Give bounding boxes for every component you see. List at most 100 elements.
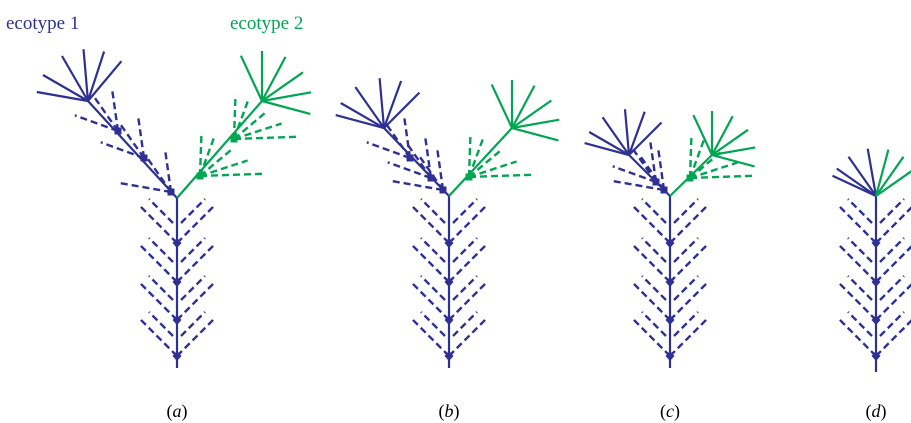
ecotype1-terminal-fan (601, 116, 630, 156)
panel-label-d: (d) (866, 401, 887, 422)
dashed-side-branch (148, 237, 174, 263)
ecotype1-terminal-fan (383, 91, 421, 129)
ecotype1-terminal-fan (335, 114, 385, 130)
tree-panels (36, 49, 911, 372)
ecotype1-dashed-branch (391, 179, 444, 192)
dashed-side-branch (138, 204, 178, 244)
ecotype1-terminal-fan (87, 60, 123, 102)
ecotype1-terminal-fan (584, 142, 630, 157)
dashed-side-branch (420, 237, 446, 263)
ecotype2-dashed-branch (467, 132, 472, 178)
dashed-side-branch (847, 311, 873, 337)
dashed-side-branch (448, 317, 488, 357)
dashed-side-branch (847, 275, 873, 301)
dashed-side-branch (176, 317, 216, 357)
dashed-side-branch (879, 311, 905, 337)
ecotype1-branch (383, 127, 450, 197)
ecotype2-terminal-fan (511, 99, 552, 129)
ecotype1-dashed-branch (387, 161, 432, 180)
dashed-side-branch (837, 204, 877, 244)
dashed-side-branch (641, 198, 667, 224)
ecotype1-dashed-branch (403, 118, 412, 159)
ecotype2-terminal-fan (239, 55, 263, 102)
ecotype2-terminal-fan (511, 118, 560, 130)
ecotype1-terminal-fan (847, 156, 877, 197)
dashed-side-branch (176, 243, 216, 283)
dashed-side-branch (410, 281, 450, 321)
ecotype1-dashed-branch (656, 146, 666, 191)
dashed-side-branch (641, 275, 667, 301)
ecotype1-dashed-branch (100, 141, 145, 160)
ecotype2-dashed-branch (468, 160, 517, 179)
dashed-side-branch (148, 275, 174, 301)
ecotype2-dashed-branch (689, 148, 725, 179)
ecotype1-dashed-branch (640, 156, 665, 191)
ecotype2-terminal-fan (711, 115, 734, 156)
ecotype1-dashed-branch (419, 156, 444, 191)
ecotype2-dashed-branch (689, 174, 753, 180)
dashed-side-branch (148, 198, 174, 224)
dashed-side-branch (448, 204, 488, 244)
dashed-side-branch (452, 198, 478, 224)
ecotype1-terminal-fan (378, 78, 386, 129)
ecotype1-dashed-branch (612, 165, 657, 184)
ecotype2-dashed-branch (467, 137, 485, 178)
dashed-side-branch (452, 311, 478, 337)
ecotype1-terminal-fan (36, 90, 89, 103)
dashed-side-branch (631, 243, 671, 283)
panel-label-b: (b) (439, 401, 460, 422)
ecotype2-dashed-branch (199, 146, 235, 177)
dashed-side-branch (669, 281, 709, 321)
ecotype2-terminal-fan (261, 91, 312, 103)
ecotype1-terminal-fan (86, 51, 106, 102)
ecotype2-dashed-branch (198, 131, 203, 177)
dashed-side-branch (641, 237, 667, 263)
ecotype2-dashed-branch (198, 136, 216, 177)
dashed-side-branch (176, 204, 216, 244)
ecotype1-terminal-fan (340, 102, 385, 129)
ecotype1-dashed-branch (163, 148, 173, 193)
dashed-side-branch (673, 311, 699, 337)
dashed-side-branch (641, 311, 667, 337)
ecotype1-dashed-branch (119, 181, 172, 194)
ecotype2-branch (176, 100, 263, 199)
ecotype1-terminal-fan (354, 86, 385, 129)
ecotype2-terminal-fan (875, 170, 911, 197)
ecotype1-terminal-fan (623, 109, 631, 156)
dashed-side-branch (420, 198, 446, 224)
ecotype2-dashed-branch (688, 133, 693, 179)
dashed-side-branch (138, 281, 178, 321)
dashed-side-branch (148, 311, 174, 337)
panel-label-c: (c) (660, 401, 680, 422)
dashed-side-branch (875, 245, 911, 283)
dashed-side-branch (420, 311, 446, 337)
ecotype2-dashed-branch (688, 138, 706, 179)
ecotype2-terminal-fan (692, 114, 713, 156)
ecotype1-terminal-fan (61, 55, 89, 102)
dashed-side-branch (410, 317, 450, 357)
ecotype1-terminal-fan (627, 111, 646, 156)
ecotype2-terminal-fan (511, 85, 536, 129)
dashed-side-branch (138, 243, 178, 283)
dashed-side-branch (837, 317, 877, 357)
ecotype2-dashed-branch (233, 135, 297, 141)
ecotype1-dashed-branch (92, 95, 119, 132)
dashed-side-branch (847, 237, 873, 263)
dashed-side-branch (673, 237, 699, 263)
ecotype1-dashed-branch (405, 142, 432, 179)
ecotype1-dashed-branch (147, 158, 172, 193)
ecotype2-terminal-fan (874, 149, 890, 197)
ecotype2-dashed-branch (468, 173, 532, 179)
dashed-side-branch (448, 243, 488, 283)
ecotype1-terminal-fan (832, 174, 877, 197)
ecotype2-dashed-branch (233, 122, 282, 141)
dashed-side-branch (410, 243, 450, 283)
ecotype1-dashed-branch (612, 179, 665, 192)
dashed-side-branch (631, 281, 671, 321)
dashed-side-branch (673, 275, 699, 301)
ecotype1-terminal-fan (836, 167, 877, 197)
dashed-side-branch (875, 206, 911, 244)
ecotype2-dashed-branch (468, 147, 504, 178)
ecotype1-terminal-fan (588, 131, 630, 156)
